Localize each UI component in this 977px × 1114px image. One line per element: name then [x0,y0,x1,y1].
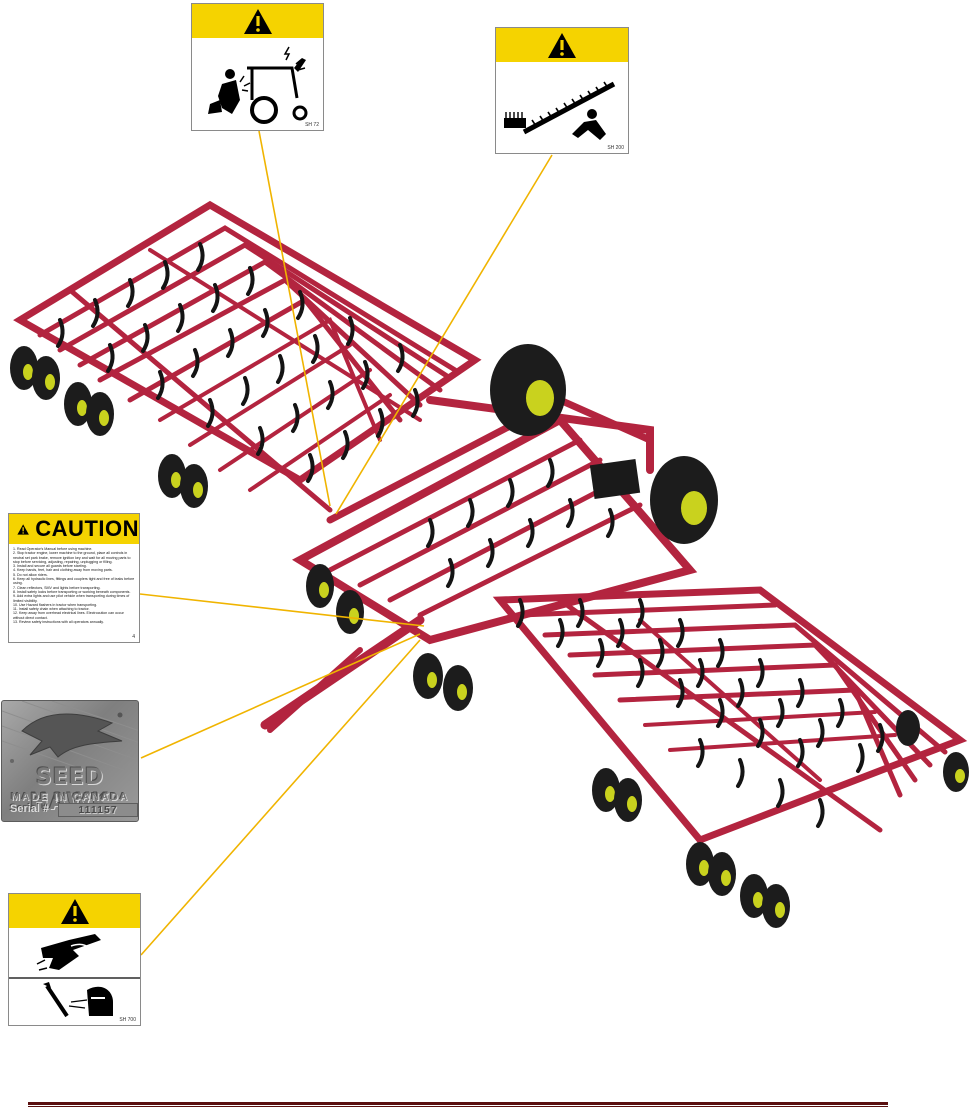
leader-lines [139,130,553,956]
decal-code: SH 72 [305,122,319,128]
left-wing-shanks [56,242,420,483]
caution-title: CAUTION [35,516,139,541]
decal-sh700-header [9,894,140,928]
caution-item: 2. Stop tractor engine, lower machine to… [13,551,131,564]
center-frame [260,396,698,733]
right-wing-frame [492,586,968,845]
warning-triangle-icon [243,8,272,34]
decal-code: SH 700 [119,1017,136,1023]
decal-caution: CAUTION 1. Read Operator's Manual before… [8,513,140,643]
footer-rule-thin [28,1106,888,1107]
decal-sh700: SH 700 [8,893,141,1026]
serial-number: 111157 [58,803,138,817]
caution-item: 1. Read Operator's Manual before using m… [13,547,93,551]
warning-triangle-icon [60,898,89,924]
caution-instructions: 1. Read Operator's Manual before using m… [9,544,139,624]
caution-item: 9. Add extra lights and use pilot vehicl… [13,594,130,603]
high-pressure-fluid-pictogram [9,934,140,1018]
caution-item: 8. Install safety locks before transport… [13,589,131,594]
decal-sh200: SH 200 [495,27,629,154]
caution-item: 11. Install safety chain when attaching … [13,607,90,612]
falling-wing-pictogram [504,81,616,140]
caution-item: 6. Keep all hydraulic lines, fittings an… [13,577,135,586]
pinch-hazard-pictogram [208,46,308,124]
caution-corner-number: 4 [132,634,135,640]
hydraulic-box [589,458,641,500]
transport-wheels [490,344,718,544]
caution-item: 3. Install and secure all guards before … [13,564,87,569]
caution-header: CAUTION [9,514,139,544]
plate-origin: MADE IN CANADA [11,791,129,803]
footer-rule [28,1102,888,1105]
right-wing-shanks [426,458,885,828]
left-wing-frame [13,200,482,513]
serial-plate: SEED HAWK MADE IN CANADA Serial # 111157 [1,700,139,822]
caution-item: 12. Keep away from overhead electrical l… [13,611,124,620]
gauge-wheels [10,346,969,928]
caution-item: 10. Use Hazard flashers in tractor when … [13,602,98,607]
warning-triangle-icon [548,32,576,58]
hawk-logo-icon [2,701,138,771]
caution-item: 4. Keep hands, feet, hair and clothing a… [13,568,113,573]
decal-sh200-header [496,28,628,62]
decal-code: SH 200 [607,145,624,151]
caution-item: 13. Review safety instructions with all … [13,620,104,625]
decal-sh72: SH 72 [191,3,324,131]
warning-triangle-icon [17,523,29,535]
caution-item: 7. Clean reflectors, SMV and lights befo… [13,585,101,590]
serial-label: Serial # [10,803,50,815]
caution-item: 5. Do not allow riders. [13,572,48,577]
decal-sh72-header [192,4,323,38]
